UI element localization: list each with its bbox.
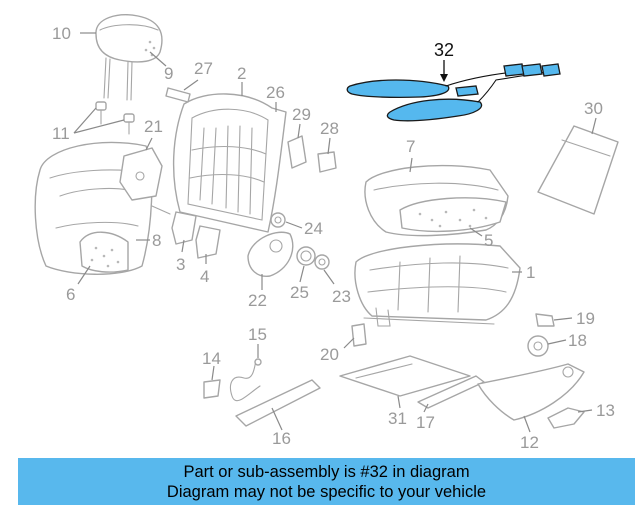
side-cover xyxy=(477,363,585,421)
callout-21: 21 xyxy=(144,117,163,136)
callout-13: 13 xyxy=(596,401,615,420)
trim-panel xyxy=(235,379,321,427)
seat-pad xyxy=(537,125,619,215)
callout-8: 8 xyxy=(152,231,161,250)
callout-28: 28 xyxy=(320,119,339,138)
leader-lines xyxy=(73,32,597,433)
callout-12: 12 xyxy=(520,433,539,452)
side-pad xyxy=(119,147,163,201)
callout-24: 24 xyxy=(304,219,323,238)
banner-line-part-number: Part or sub-assembly is #32 in diagram xyxy=(183,463,470,481)
adjust-lever xyxy=(547,407,585,429)
callout-1: 1 xyxy=(526,263,535,282)
small-hardware xyxy=(351,313,555,357)
callout-25: 25 xyxy=(290,283,309,302)
callout-20: 20 xyxy=(320,345,339,364)
callout-7: 7 xyxy=(406,137,415,156)
callout-30: 30 xyxy=(584,99,603,118)
banner-line-disclaimer: Diagram may not be specific to your vehi… xyxy=(166,483,487,501)
callout-15: 15 xyxy=(248,325,267,344)
callout-11: 11 xyxy=(52,124,70,143)
callout-14: 14 xyxy=(202,349,221,368)
callout-19: 19 xyxy=(576,309,595,328)
callout-22: 22 xyxy=(248,291,267,310)
seat-heater-part-32[interactable] xyxy=(346,63,561,122)
callout-27: 27 xyxy=(194,59,213,78)
callout-23: 23 xyxy=(332,287,351,306)
callout-labels: 10 9 27 2 26 29 28 21 11 8 6 3 4 24 22 2… xyxy=(52,24,615,452)
callout-5: 5 xyxy=(484,231,493,250)
washers xyxy=(296,246,330,270)
callout-2: 2 xyxy=(237,64,246,83)
recliner-knob xyxy=(270,212,286,228)
recliner-cover xyxy=(247,231,294,277)
seat-frame xyxy=(354,243,521,327)
callout-17: 17 xyxy=(416,413,435,432)
callout-18: 18 xyxy=(568,331,587,350)
under-panel xyxy=(339,355,471,397)
seat-rail xyxy=(417,375,485,409)
headrest-guides xyxy=(95,101,135,135)
parts-diagram: 10 9 27 2 26 29 28 21 11 8 6 3 4 24 22 2… xyxy=(34,14,619,452)
release-cable xyxy=(203,358,262,402)
callout-10: 10 xyxy=(52,24,71,43)
callout-9: 9 xyxy=(164,64,173,83)
heater-pad-upper xyxy=(346,79,450,99)
callout-3: 3 xyxy=(176,255,185,274)
callout-29: 29 xyxy=(292,105,311,124)
heater-pad-lower xyxy=(386,98,483,122)
callout-31: 31 xyxy=(388,409,407,428)
seat-back-frame xyxy=(172,93,287,233)
headrest xyxy=(95,14,163,101)
callout-26: 26 xyxy=(266,83,285,102)
callout-6: 6 xyxy=(66,285,75,304)
seat-cushion xyxy=(364,164,509,237)
callout-32-highlighted: 32 xyxy=(434,40,454,60)
callout-16: 16 xyxy=(272,429,291,448)
small-clips xyxy=(165,87,337,173)
callout-4: 4 xyxy=(200,267,209,286)
info-banner: Part or sub-assembly is #32 in diagram D… xyxy=(18,458,635,505)
